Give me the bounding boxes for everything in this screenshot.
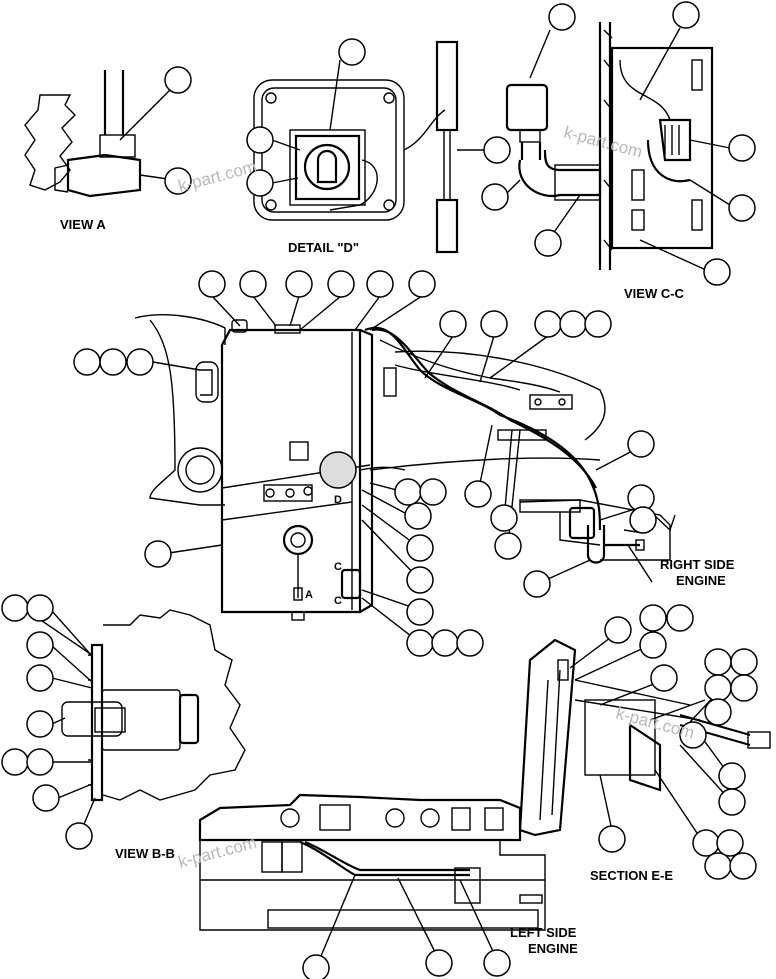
marker-a: A bbox=[305, 589, 313, 601]
balloon bbox=[598, 825, 626, 853]
balloon bbox=[704, 648, 732, 676]
balloon bbox=[704, 852, 732, 880]
balloon bbox=[99, 348, 127, 376]
balloon bbox=[126, 348, 154, 376]
balloon bbox=[481, 183, 509, 211]
left-side-engine-drawing: LEFT SIDE ENGINE bbox=[198, 793, 578, 979]
balloon bbox=[534, 229, 562, 257]
right-side-engine-label-2: ENGINE bbox=[676, 573, 726, 588]
balloon bbox=[627, 430, 655, 458]
balloon bbox=[629, 506, 657, 534]
balloon bbox=[730, 674, 758, 702]
balloon bbox=[73, 348, 101, 376]
balloon bbox=[26, 594, 54, 622]
balloon bbox=[716, 829, 744, 857]
balloon bbox=[692, 829, 720, 857]
balloon bbox=[26, 748, 54, 776]
balloon bbox=[406, 598, 434, 626]
balloon bbox=[419, 478, 447, 506]
balloon bbox=[431, 629, 459, 657]
balloon bbox=[1, 594, 29, 622]
balloon bbox=[729, 852, 757, 880]
balloon bbox=[584, 310, 612, 338]
balloon bbox=[26, 631, 54, 659]
section-ee-title: SECTION E-E bbox=[590, 868, 673, 883]
view-bb-drawing: VIEW B-B bbox=[1, 594, 246, 861]
balloon bbox=[650, 664, 678, 692]
balloon bbox=[144, 540, 172, 568]
balloon bbox=[394, 478, 422, 506]
balloon bbox=[239, 270, 267, 298]
balloon bbox=[327, 270, 355, 298]
watermark: k-part.com bbox=[176, 157, 258, 196]
balloon bbox=[728, 194, 756, 222]
right-side-engine-label-1: RIGHT SIDE bbox=[660, 557, 735, 572]
view-a-drawing: VIEW A bbox=[24, 66, 192, 232]
balloon bbox=[456, 629, 484, 657]
balloon bbox=[246, 126, 274, 154]
balloon bbox=[730, 648, 758, 676]
balloon bbox=[406, 534, 434, 562]
marker-c-1: C bbox=[334, 561, 342, 573]
balloon bbox=[366, 270, 394, 298]
balloon bbox=[480, 310, 508, 338]
view-cc-title: VIEW C-C bbox=[624, 286, 685, 301]
balloon bbox=[65, 822, 93, 850]
section-ee-drawing: SECTION E-E bbox=[518, 604, 771, 883]
balloon bbox=[408, 270, 436, 298]
balloon bbox=[164, 167, 192, 195]
balloon bbox=[26, 710, 54, 738]
balloon bbox=[704, 674, 732, 702]
detail-d-drawing: DETAIL "D" bbox=[246, 38, 446, 255]
balloon bbox=[704, 698, 732, 726]
balloon bbox=[26, 664, 54, 692]
balloon bbox=[32, 784, 60, 812]
balloon bbox=[679, 721, 707, 749]
balloon bbox=[285, 270, 313, 298]
balloon bbox=[406, 629, 434, 657]
balloon bbox=[490, 504, 518, 532]
balloon bbox=[639, 631, 667, 659]
view-a-title: VIEW A bbox=[60, 217, 106, 232]
balloon bbox=[559, 310, 587, 338]
balloon bbox=[439, 310, 467, 338]
balloon bbox=[718, 788, 746, 816]
view-bb-title: VIEW B-B bbox=[115, 846, 175, 861]
balloon bbox=[672, 1, 700, 29]
balloon bbox=[548, 3, 576, 31]
balloon bbox=[483, 949, 511, 977]
balloon bbox=[425, 949, 453, 977]
balloon bbox=[639, 604, 667, 632]
balloon bbox=[164, 66, 192, 94]
balloon bbox=[728, 134, 756, 162]
watermark: k-part.com bbox=[176, 833, 258, 872]
balloon bbox=[464, 480, 492, 508]
marker-c-2: C bbox=[334, 595, 342, 607]
marker-d: D bbox=[334, 494, 342, 506]
balloon bbox=[246, 169, 274, 197]
main-assembly: D A C C bbox=[73, 270, 735, 657]
view-cc-drawing: VIEW C-C bbox=[481, 1, 756, 301]
balloon bbox=[483, 136, 511, 164]
left-side-engine-label-2: ENGINE bbox=[528, 941, 578, 956]
balloon bbox=[666, 604, 694, 632]
hose-segment bbox=[435, 40, 511, 254]
balloon bbox=[703, 258, 731, 286]
left-side-engine-label-1: LEFT SIDE bbox=[510, 925, 577, 940]
detail-d-title: DETAIL "D" bbox=[288, 240, 359, 255]
balloon bbox=[404, 502, 432, 530]
balloon bbox=[198, 270, 226, 298]
balloon bbox=[534, 310, 562, 338]
balloon bbox=[1, 748, 29, 776]
balloon bbox=[406, 566, 434, 594]
balloon bbox=[523, 570, 551, 598]
balloon bbox=[302, 954, 330, 979]
balloon bbox=[604, 616, 632, 644]
balloon bbox=[338, 38, 366, 66]
watermark: k-part.com bbox=[562, 123, 644, 162]
balloon bbox=[718, 762, 746, 790]
balloon bbox=[494, 532, 522, 560]
